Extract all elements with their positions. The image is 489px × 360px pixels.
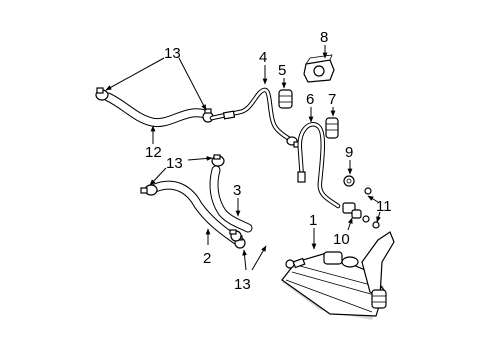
callout-label-11: 11	[376, 198, 392, 215]
callout-label-13c: 13	[234, 276, 251, 293]
callout-label-3: 3	[233, 182, 241, 199]
callout-label-5: 5	[278, 62, 286, 79]
callout-label-8: 8	[320, 29, 328, 46]
nut-part-9	[343, 175, 355, 187]
clamp-short-hose-top	[211, 154, 225, 167]
callout-label-6: 6	[306, 91, 314, 108]
upper-hose-part-12	[103, 92, 210, 128]
callout-8: 8	[320, 29, 328, 59]
lower-hose-part-2	[150, 180, 241, 245]
callout-label-9: 9	[345, 144, 353, 161]
callout-label-12: 12	[145, 144, 162, 161]
callout-13-mid: 13	[149, 155, 213, 186]
callout-3: 3	[233, 182, 241, 217]
cooler-part-1	[281, 231, 395, 320]
callout-label-13b: 13	[166, 155, 183, 172]
callout-12: 12	[145, 125, 162, 161]
callout-11: 11	[367, 195, 392, 223]
line-part-6	[297, 122, 341, 209]
line-part-4	[209, 87, 302, 148]
callout-9: 9	[345, 144, 353, 175]
callout-label-4: 4	[259, 49, 267, 66]
callout-13-lower: 13	[234, 245, 267, 293]
oring-part-11	[364, 187, 380, 229]
clamp-lower-mid-b	[229, 229, 242, 242]
callout-6: 6	[306, 91, 314, 123]
callout-label-1: 1	[309, 212, 317, 229]
callout-4: 4	[259, 49, 268, 85]
connector-part-10	[342, 202, 370, 223]
bracket-part-8	[303, 54, 335, 83]
callout-2: 2	[203, 228, 211, 267]
fitting-part-5	[278, 89, 293, 109]
callout-label-7: 7	[328, 91, 336, 108]
callout-label-13a: 13	[164, 45, 181, 62]
callout-13-upper: 13	[105, 45, 207, 111]
callout-label-10: 10	[333, 231, 350, 248]
callout-5: 5	[278, 62, 287, 89]
clamp-lower-left	[140, 184, 158, 196]
fitting-part-7	[325, 117, 339, 139]
short-hose-part-3	[209, 165, 253, 233]
callout-7: 7	[328, 91, 336, 117]
clamp-upper-left	[95, 87, 109, 101]
callout-label-2: 2	[203, 250, 211, 267]
callout-10: 10	[333, 217, 353, 248]
callout-1: 1	[309, 212, 317, 250]
